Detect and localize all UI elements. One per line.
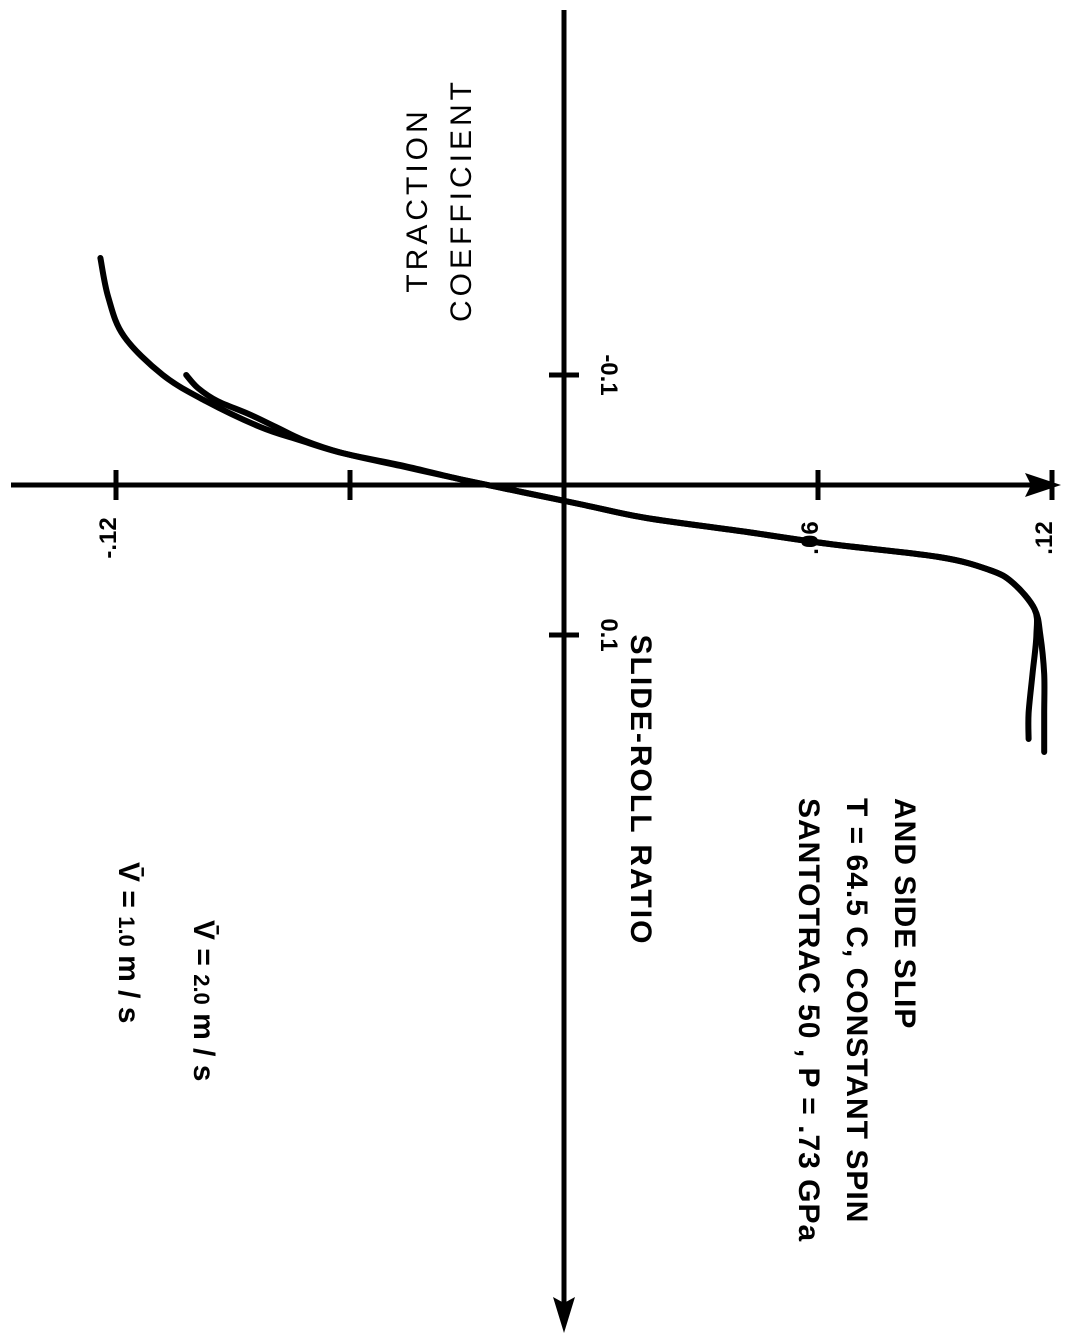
annotation-line-2: T = 64.5 C, CONSTANT SPIN [840, 798, 873, 1223]
x-tick-label: -0.1 [595, 354, 622, 395]
curve-label-v1-value: 1.0 [114, 916, 139, 947]
curve-label-v2-value: 2.0 [189, 974, 214, 1005]
curve-label-v2-prefix: V̄ = [187, 920, 220, 974]
y-axis-arrow [1025, 473, 1061, 497]
x-axis-label: SLIDE-ROLL RATIO [624, 635, 657, 946]
y-axis-label: TRACTION COEFFICIENT [401, 78, 478, 322]
curve-label-v1-unit: m / s [112, 947, 145, 1024]
annotation-line-3: AND SIDE SLIP [888, 798, 921, 1029]
y-axis-label-line-1: TRACTION [401, 107, 434, 292]
y-axis-label-line-2: COEFFICIENT [445, 78, 478, 322]
x-tick-label: 0.1 [595, 618, 622, 651]
annotation-line-1: SANTOTRAC 50 , P = .73 GPa [792, 798, 825, 1242]
curve-label-v1: V̄ = 1.0 m / s [112, 862, 145, 1024]
curve-label-v2: V̄ = 2.0 m / s [187, 920, 220, 1082]
x-axis-arrow [553, 1297, 575, 1333]
y-tick-label: .12 [1031, 521, 1058, 554]
annotation: SANTOTRAC 50 , P = .73 GPa T = 64.5 C, C… [792, 798, 921, 1242]
x-ticks: -0.1 0.1 [549, 354, 622, 652]
y-tick-label: -.12 [95, 517, 122, 558]
series-line-2 [183, 372, 1041, 742]
series-lines [97, 255, 1048, 755]
curve-label-v2-unit: m / s [187, 1005, 220, 1082]
curve-label-v1-prefix: V̄ = [112, 862, 145, 916]
